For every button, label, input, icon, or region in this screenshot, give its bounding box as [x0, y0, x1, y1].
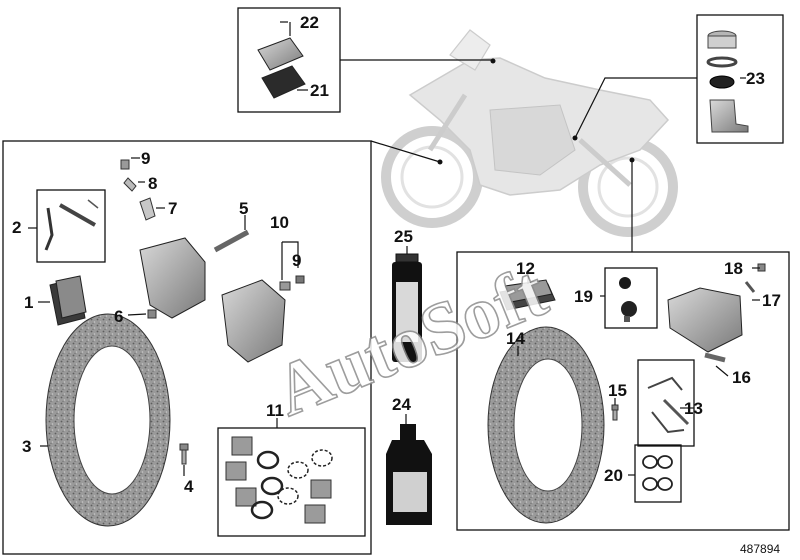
brake-line-bracket-part — [44, 199, 99, 251]
callout-13: 13 — [684, 399, 703, 418]
caliper-piston-kit-frame — [217, 427, 366, 537]
rear-brake-frame — [456, 251, 790, 531]
front-brake-caliper-part — [139, 215, 305, 363]
callout-2: 2 — [12, 218, 21, 237]
callout-24: 24 — [392, 395, 411, 414]
rear-bolt-kit-frame — [604, 267, 658, 329]
rear-caliper-repair-kit-frame — [637, 359, 695, 447]
rear-brake-disc-part — [487, 326, 605, 524]
disc-bolt-part — [179, 443, 189, 476]
callout-4: 4 — [184, 477, 194, 496]
motorcycle-overview — [381, 29, 678, 237]
front-brake-disc-part — [40, 313, 171, 527]
callout-23: 23 — [746, 69, 765, 88]
callout-6: 6 — [114, 307, 123, 326]
rear-brake-caliper-part — [667, 263, 766, 377]
callout-19: 19 — [574, 287, 593, 306]
callout-9-lower: 9 — [292, 251, 301, 270]
rear-brake-pad-part — [499, 276, 556, 311]
callout-15: 15 — [608, 381, 627, 400]
callout-10: 10 — [270, 213, 289, 232]
callout-7: 7 — [168, 199, 177, 218]
diagram-id-number: 487894 — [740, 542, 780, 556]
handbrake-cylinder-frame — [696, 14, 784, 144]
callout-22: 22 — [300, 13, 319, 32]
rear-bolt-kit-part — [619, 277, 637, 322]
callout-21: 21 — [310, 81, 329, 100]
callout-11: 11 — [266, 401, 284, 420]
rear-disc-bolt-part — [611, 398, 619, 421]
rear-caliper-repair-kit-part — [647, 376, 694, 434]
callout-16: 16 — [732, 368, 751, 387]
reservoir-cover-part — [257, 22, 306, 99]
bleed-valve-parts — [120, 157, 165, 221]
callout-12: 12 — [516, 259, 535, 278]
brake-fluid-bottle-part — [386, 414, 432, 525]
callout-9-upper: 9 — [141, 149, 150, 168]
callout-18: 18 — [724, 259, 743, 278]
callout-1: 1 — [24, 293, 33, 312]
rear-seal-kit-part — [642, 455, 673, 491]
front-brake-pad-part — [49, 275, 87, 326]
callout-17: 17 — [762, 291, 781, 310]
callout-25: 25 — [394, 227, 413, 246]
callout-5: 5 — [239, 199, 248, 218]
rear-seal-kit-frame — [634, 444, 682, 503]
front-brake-frame — [2, 140, 372, 555]
brake-line-bracket-frame — [36, 189, 106, 263]
callout-3: 3 — [22, 437, 31, 456]
callout-20: 20 — [604, 466, 623, 485]
callout-14: 14 — [506, 329, 525, 348]
callout-8: 8 — [148, 174, 157, 193]
brake-cleaner-spray-can-part — [392, 246, 422, 362]
master-cylinder-reservoir-part — [706, 30, 749, 133]
caliper-piston-kit-part — [225, 418, 333, 524]
